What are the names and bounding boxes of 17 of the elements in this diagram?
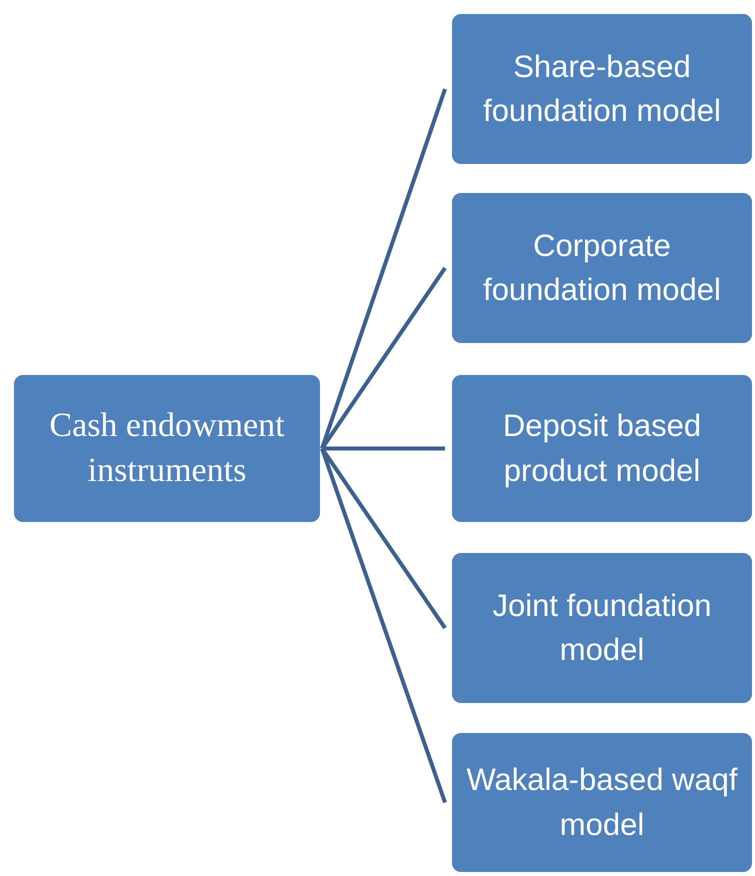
node-label: Wakala-based waqf model [465,761,739,844]
connector-line [320,88,447,450]
node-label: Joint foundation model [492,586,712,669]
process-box [14,375,320,522]
connector-line [322,446,445,450]
node-label: Deposit based product model [502,407,702,490]
connector-line [320,266,447,450]
process-box [452,553,752,703]
process-box [452,733,752,872]
node-label: Corporate foundation model [482,226,722,309]
node-label: Cash endowment instruments [48,406,286,490]
connector-line [320,447,447,630]
process-box [452,375,752,522]
node-label: Share-based foundation model [482,48,722,130]
connector-line [320,448,447,804]
process-box [452,193,752,343]
process-box [452,14,752,164]
